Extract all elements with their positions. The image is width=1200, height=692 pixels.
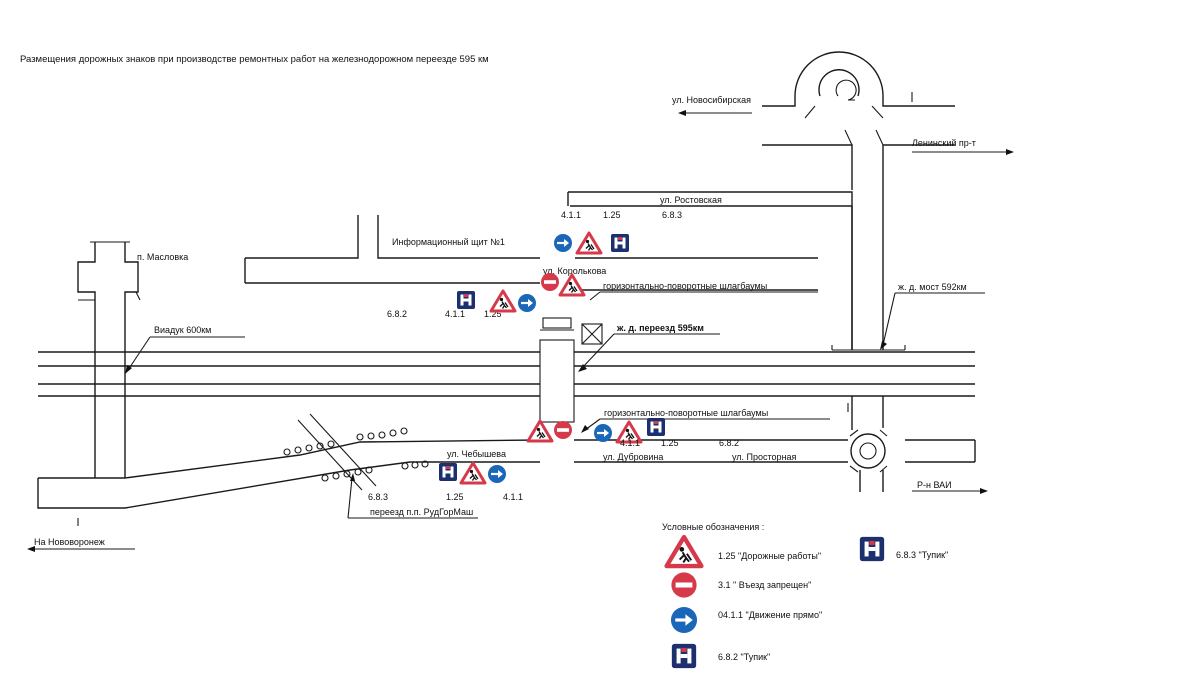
leader-line bbox=[581, 333, 720, 369]
label-leninsky: Ленинский пр-т bbox=[912, 138, 976, 148]
road-works-sign-icon bbox=[489, 289, 517, 313]
label-rostovskaya: ул. Ростовская bbox=[660, 195, 722, 205]
road-edge bbox=[568, 206, 852, 350]
road-works-sign-icon bbox=[575, 231, 603, 255]
sign-code: 6.8.3 bbox=[662, 210, 682, 220]
dead-end-sign-icon bbox=[457, 291, 475, 309]
legend-item-label: 04.1.1 "Движение прямо" bbox=[718, 610, 822, 620]
arrow-head bbox=[581, 425, 589, 433]
legend-item: 6.8.3 "Тупик" bbox=[859, 536, 948, 562]
sign-code: 1.25 bbox=[446, 492, 464, 502]
arrow-head-left bbox=[27, 546, 35, 552]
label-novovoronezh: На Нововоронеж bbox=[34, 537, 105, 547]
railway-crossing bbox=[539, 317, 575, 423]
dead-end-sign-icon bbox=[671, 643, 697, 669]
sign-code: 4.1.1 bbox=[620, 438, 640, 448]
diagram-title: Размещения дорожных знаков при производс… bbox=[20, 54, 489, 65]
no-entry-sign-icon bbox=[671, 572, 697, 598]
straight-ahead-sign-icon bbox=[669, 605, 699, 635]
arrow-head bbox=[880, 341, 887, 350]
straight-ahead-sign-icon bbox=[552, 232, 574, 254]
dead-end-sign-icon bbox=[859, 536, 885, 562]
leader-line bbox=[584, 418, 830, 431]
crossing-marker-icon bbox=[581, 323, 603, 345]
sign-code: 6.8.2 bbox=[387, 309, 407, 319]
label-maslovka: п. Масловка bbox=[137, 252, 188, 262]
label-chebysheva: ул. Чебышева bbox=[447, 449, 506, 459]
label-crossing: ж. д. переезд 595км bbox=[616, 323, 704, 333]
legend-item: 3.1 " Въезд запрещен" bbox=[671, 572, 811, 598]
legend-item-label: 3.1 " Въезд запрещен" bbox=[718, 580, 811, 590]
road-rostovskaya-top bbox=[568, 191, 853, 350]
leader-line bbox=[882, 292, 985, 346]
no-entry-sign-icon bbox=[554, 421, 572, 439]
top-interchange bbox=[762, 51, 955, 350]
label-info-board: Информационный щит №1 bbox=[392, 237, 505, 247]
sign-code: 4.1.1 bbox=[561, 210, 581, 220]
leader-line bbox=[589, 291, 818, 301]
left-sign-group bbox=[457, 289, 538, 314]
road-info-board bbox=[244, 215, 540, 283]
label-viaduct: Виадук 600км bbox=[154, 325, 211, 335]
label-novosibirskaya: ул. Новосибирская bbox=[672, 95, 751, 105]
arrow-head-left bbox=[678, 110, 686, 116]
arrow-head bbox=[578, 364, 587, 372]
legend-item-label: 1.25 "Дорожные работы" bbox=[718, 551, 821, 561]
road-works-sign-icon bbox=[526, 419, 554, 443]
sign-code: 1.25 bbox=[484, 309, 502, 319]
no-entry-sign-icon bbox=[541, 273, 559, 291]
railway-tracks bbox=[38, 345, 975, 397]
road-works-sign-icon bbox=[558, 273, 586, 297]
legend-title: Условные обозначения : bbox=[662, 522, 764, 532]
straight-ahead-sign-icon bbox=[592, 422, 614, 444]
dead-end-sign-icon bbox=[439, 463, 457, 481]
sign-code: 1.25 bbox=[661, 438, 679, 448]
road-chebysheva bbox=[37, 413, 976, 509]
road-works-sign-icon bbox=[667, 537, 702, 566]
road-works-sign-icon bbox=[459, 461, 487, 485]
leader-line bbox=[127, 336, 245, 371]
arrow-head bbox=[350, 473, 355, 481]
sign-code: 4.1.1 bbox=[503, 492, 523, 502]
arrow-head-right bbox=[980, 488, 988, 494]
sign-code: 1.25 bbox=[603, 210, 621, 220]
sign-code: 6.8.3 bbox=[368, 492, 388, 502]
label-prostornaya: ул. Просторная bbox=[732, 452, 797, 462]
top-sign-group bbox=[552, 231, 629, 255]
straight-ahead-sign-icon bbox=[516, 292, 538, 314]
label-dubrovina: ул. Дубровина bbox=[603, 452, 663, 462]
label-crossing-rud: переезд п.п. РудГорМаш bbox=[370, 507, 473, 517]
straight-ahead-sign-icon bbox=[486, 463, 508, 485]
dead-end-sign-icon bbox=[611, 234, 629, 252]
label-barriers-top: горизонтально-поворотные шлагбаумы bbox=[603, 281, 767, 291]
legend-item-label: 6.8.3 "Тупик" bbox=[896, 550, 948, 560]
crossing-dots bbox=[283, 427, 429, 482]
sign-code: 4.1.1 bbox=[445, 309, 465, 319]
road-maslovka bbox=[77, 241, 141, 478]
leader-line bbox=[347, 477, 478, 519]
label-barriers-bottom: горизонтально-поворотные шлагбаумы bbox=[604, 408, 768, 418]
legend-item-label: 6.8.2 "Тупик" bbox=[718, 652, 770, 662]
sign-code: 6.8.2 bbox=[719, 438, 739, 448]
legend-item: 04.1.1 "Движение прямо" bbox=[669, 605, 822, 635]
dead-end-sign-icon bbox=[647, 418, 665, 436]
arrow-head bbox=[125, 365, 132, 374]
label-bridge: ж. д. мост 592км bbox=[898, 282, 967, 292]
legend-item: 1.25 "Дорожные работы" bbox=[667, 537, 821, 566]
label-vai: Р-н ВАИ bbox=[917, 480, 952, 490]
arrow-head-right bbox=[1006, 149, 1014, 155]
bottom-sign-group bbox=[439, 461, 508, 485]
legend: Условные обозначения : 1.25 "Дорожные ра… bbox=[662, 522, 948, 669]
roundabout bbox=[847, 396, 888, 492]
legend-item: 6.8.2 "Тупик" bbox=[671, 643, 770, 669]
label-korolkova: ул. Королькова bbox=[543, 266, 606, 276]
